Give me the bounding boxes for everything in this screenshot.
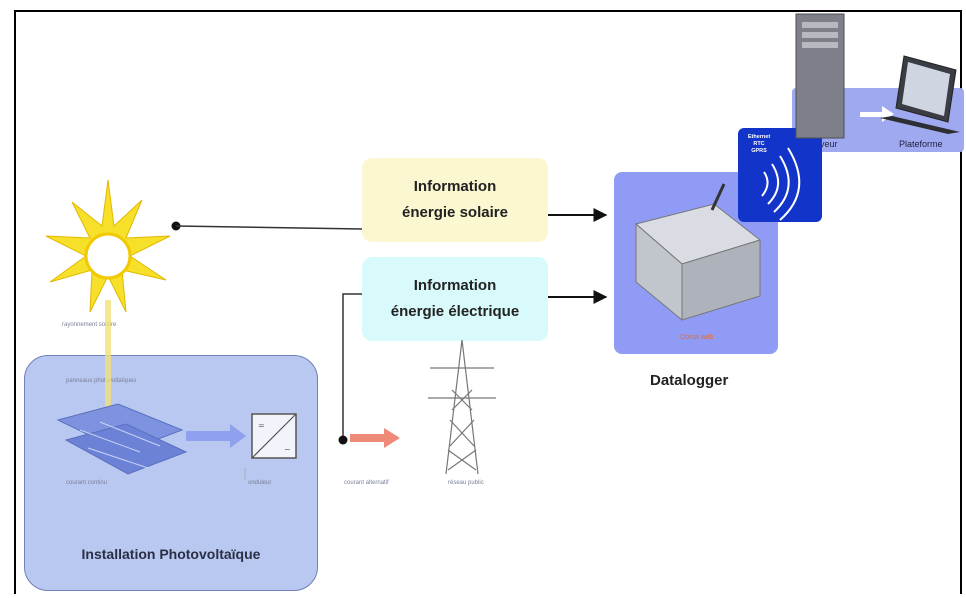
dc-caption: courant continu (66, 480, 108, 486)
dc-arrow-icon (186, 424, 246, 448)
wireless-line-rtc: RTC (753, 141, 765, 147)
elec-info-line2: énergie électrique (390, 303, 520, 320)
datalogger-device-icon (634, 183, 762, 322)
wireless-waves-icon (761, 147, 801, 221)
solar-info-line2: énergie solaire (402, 204, 508, 221)
solar-info-line1: Information (413, 178, 497, 195)
laptop-icon (880, 55, 960, 134)
server-tower-icon (795, 13, 845, 139)
electric-energy-info-box: Information énergie électrique (362, 257, 548, 341)
ac-arrow-icon (350, 428, 400, 448)
wireless-line-gprs: GPRS (751, 148, 767, 154)
grid-caption: réseau public (448, 480, 484, 486)
solar-panel-icon (56, 403, 188, 475)
solar-energy-info-box: Information énergie solaire (362, 158, 548, 242)
inverter-caption: onduleur (248, 480, 272, 486)
svg-text:~: ~ (284, 445, 291, 454)
panels-caption: panneaux photovoltaïques (66, 378, 137, 384)
elec-connector-line (342, 293, 362, 440)
datalogger-caption: Datalogger (650, 372, 729, 389)
elec-info-line1: Information (413, 277, 497, 294)
inverter-icon: = ~ (251, 413, 297, 459)
irradiation-caption: rayonnement solaire (62, 322, 117, 328)
wireless-line-ethernet: Ethernet (747, 134, 771, 140)
solar-connector-line (175, 225, 363, 230)
diagram-frame (14, 10, 962, 594)
svg-text:=: = (258, 421, 265, 430)
elec-line-start-dot (338, 435, 348, 445)
ac-caption: courant alternatif (344, 480, 389, 486)
power-pylon-icon (428, 339, 496, 475)
pv-installation-panel: Installation Photovoltaïque (24, 355, 318, 591)
platform-label: Plateforme (899, 139, 943, 149)
sun-icon (45, 179, 171, 313)
wireless-text: Ethernet RTC GPRS (744, 134, 774, 155)
datalogger-device-tag: Corsa web (680, 334, 714, 341)
pv-installation-title: Installation Photovoltaïque (81, 546, 261, 562)
